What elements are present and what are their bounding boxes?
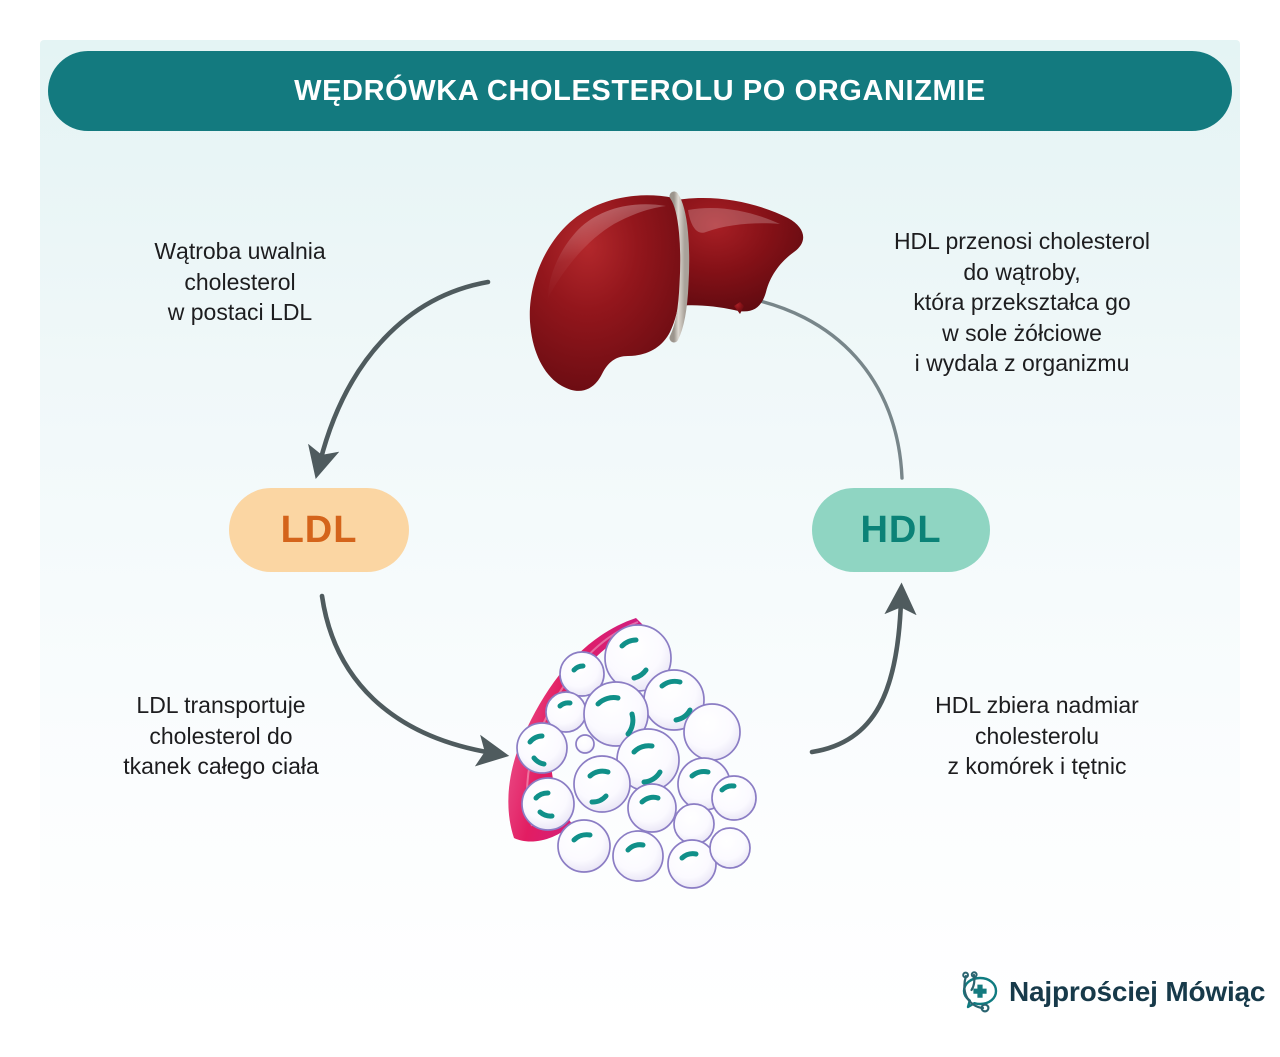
brand-name: Najprościej Mówiąc xyxy=(1009,976,1266,1007)
adipose-tissue-illustration xyxy=(508,618,757,889)
title-banner: WĘDRÓWKA CHOLESTEROLU PO ORGANIZMIE xyxy=(48,51,1232,131)
stethoscope-speech-bubble-cross-icon xyxy=(962,971,998,1013)
adipose-nuclei xyxy=(527,637,737,861)
page-title: WĘDRÓWKA CHOLESTEROLU PO ORGANIZMIE xyxy=(294,74,986,107)
liver-ligament xyxy=(669,191,690,343)
node-ldl-label: LDL xyxy=(280,508,358,551)
node-hdl-label: HDL xyxy=(860,508,942,551)
brand-logo: Najprościej Mówiąc xyxy=(958,966,1265,1018)
node-hdl: HDL xyxy=(812,488,990,572)
node-ldl: LDL xyxy=(229,488,409,572)
liver-illustration xyxy=(529,191,804,391)
liver-highlight-right xyxy=(688,207,780,233)
liver-right-lobe xyxy=(666,197,804,312)
liver-highlight xyxy=(548,204,666,298)
adipose-cells xyxy=(516,624,757,889)
liver-right-tip xyxy=(734,302,744,314)
